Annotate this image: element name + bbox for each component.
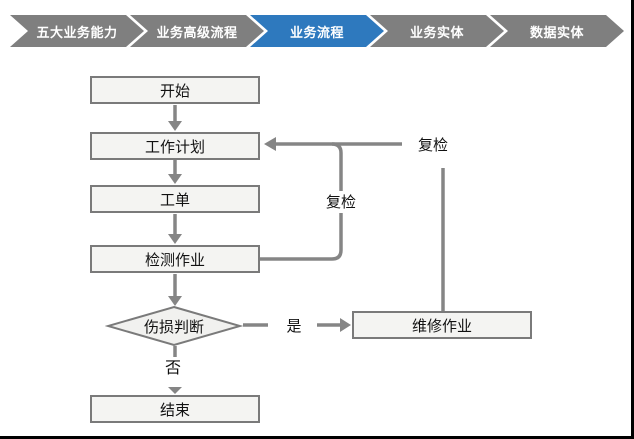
arrowhead-left-plan [264,137,276,151]
node-label: 开始 [159,82,190,100]
node-inspection-operation: 检测作业 [90,245,260,273]
node-label: 结束 [159,401,190,419]
breadcrumb-step-five-capabilities[interactable]: 五大业务能力 [10,15,144,47]
edge-label-no: 否 [161,358,185,380]
breadcrumb-step-high-level-process[interactable]: 业务高级流程 [130,15,264,47]
breadcrumb-step-business-process-active[interactable]: 业务流程 [250,15,384,47]
arrowhead-down-2 [168,174,182,184]
decision-diamond-shape [104,305,244,347]
node-start: 开始 [90,76,260,104]
breadcrumb-step-label: 五大业务能力 [36,24,118,40]
edge-label-yes: 是 [282,315,306,337]
breadcrumb-step-business-entity[interactable]: 业务实体 [370,15,504,47]
node-damage-judgment: 伤损判断 [104,304,244,348]
breadcrumb-step-label: 业务流程 [289,24,344,40]
node-label: 伤损判断 [143,318,204,336]
arrowhead-down-3 [168,234,182,244]
arrowhead-down-end [168,387,182,394]
node-repair-operation: 维修作业 [352,311,532,339]
breadcrumb: 五大业务能力 业务高级流程 业务流程 业务实体 数据实体 [0,0,631,52]
node-work-order: 工单 [90,185,260,213]
node-end: 结束 [90,395,260,423]
breadcrumb-step-data-entity[interactable]: 数据实体 [490,15,624,47]
node-label: 检测作业 [144,251,205,269]
edge-label-recheck-inner: 复检 [319,191,363,213]
edge-label-recheck-outer: 复检 [411,134,455,156]
node-label: 维修作业 [411,317,472,335]
arrowhead-down-1 [168,121,182,131]
node-label: 工作计划 [144,138,205,156]
breadcrumb-step-label: 业务高级流程 [156,24,238,40]
breadcrumb-step-label: 业务实体 [409,24,464,40]
breadcrumb-step-label: 数据实体 [529,24,584,40]
arrowhead-right-repair [340,318,351,332]
node-work-plan: 工作计划 [90,132,260,160]
node-label: 工单 [159,191,190,209]
